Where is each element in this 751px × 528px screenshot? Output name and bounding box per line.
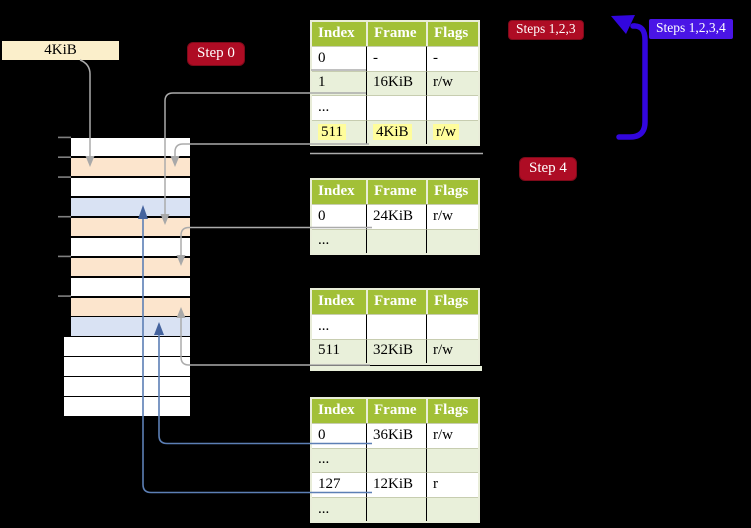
table-row: 127 12KiB r <box>312 472 478 497</box>
header-index: Index <box>312 22 366 46</box>
highlight-span: r/w <box>433 123 459 140</box>
cell-index: 511 <box>312 119 366 145</box>
table-row: 0 - - <box>312 46 478 71</box>
header-flags: Flags <box>426 290 478 314</box>
header-frame: Frame <box>366 290 426 314</box>
memory-row <box>71 177 190 197</box>
cell-index: ... <box>312 496 366 522</box>
cell-frame: 24KiB <box>366 204 426 229</box>
memory-tick-marks <box>58 136 71 297</box>
header-flags: Flags <box>426 180 478 204</box>
cell-frame: 16KiB <box>366 70 426 96</box>
cell-frame <box>366 228 426 254</box>
memory-row <box>71 297 190 316</box>
header-index: Index <box>312 180 366 204</box>
table-row: 1 16KiB r/w <box>312 70 478 96</box>
cell-flags <box>426 228 478 254</box>
cell-index: ... <box>312 228 366 254</box>
memory-row <box>71 157 190 177</box>
cell-flags <box>426 447 478 473</box>
header-frame: Frame <box>366 22 426 46</box>
badge-step-4: Step 4 <box>519 157 577 181</box>
table-row: ... <box>312 314 478 339</box>
cell-flags: r/w <box>426 119 478 145</box>
memory-row <box>71 257 190 277</box>
cell-flags: r/w <box>426 338 478 364</box>
page-table-second: Index Frame Flags 0 24KiB r/w ... <box>310 178 480 256</box>
memory-row <box>71 197 190 217</box>
table-row-highlighted: 511 4KiB r/w <box>312 119 478 145</box>
table-row: 0 24KiB r/w <box>312 204 478 229</box>
badge-steps-1-2-3: Steps 1,2,3 <box>508 20 584 40</box>
cell-flags: r/w <box>426 423 478 448</box>
memory-row <box>64 397 190 416</box>
badge-steps-1-2-3-4: Steps 1,2,3,4 <box>649 19 733 39</box>
memory-row <box>71 138 190 157</box>
page-table-top: Index Frame Flags 0 - - 1 16KiB r/w ... … <box>310 20 480 147</box>
memory-row <box>64 377 190 396</box>
table-header-row: Index Frame Flags <box>312 180 478 204</box>
cell-frame <box>366 447 426 473</box>
table-header-row: Index Frame Flags <box>312 22 478 46</box>
header-flags: Flags <box>426 399 478 423</box>
cell-frame: - <box>366 46 426 71</box>
cell-frame: 4KiB <box>366 119 426 145</box>
table-row: 511 32KiB r/w <box>312 338 478 364</box>
memory-row <box>71 277 190 296</box>
table-header-row: Index Frame Flags <box>312 290 478 314</box>
highlight-span: 4KiB <box>373 123 412 140</box>
memory-row <box>71 237 190 257</box>
header-index: Index <box>312 399 366 423</box>
cell-flags <box>426 496 478 522</box>
cell-frame <box>366 314 426 339</box>
cell-flags: r <box>426 472 478 497</box>
memory-row <box>64 337 190 356</box>
table-row: ... <box>312 95 478 120</box>
loop-arrow <box>611 15 648 140</box>
cell-index: 1 <box>312 70 366 96</box>
header-frame: Frame <box>366 399 426 423</box>
table-row: ... <box>312 447 478 473</box>
highlight-span: 511 <box>318 123 346 140</box>
header-frame: Frame <box>366 180 426 204</box>
cell-frame: 12KiB <box>366 472 426 497</box>
cell-index: ... <box>312 314 366 339</box>
cell-frame <box>366 496 426 522</box>
cell-frame: 36KiB <box>366 423 426 448</box>
page-table-bottom: Index Frame Flags 0 36KiB r/w ... 127 12… <box>310 397 480 524</box>
cell-index: 0 <box>312 204 366 229</box>
cell-index: ... <box>312 95 366 120</box>
cell-index: 511 <box>312 338 366 364</box>
memory-row <box>71 217 190 237</box>
cell-frame: 32KiB <box>366 338 426 364</box>
cell-index: 127 <box>312 472 366 497</box>
table-row: 0 36KiB r/w <box>312 423 478 448</box>
memory-row <box>64 357 190 376</box>
cell-flags: r/w <box>426 204 478 229</box>
header-index: Index <box>312 290 366 314</box>
free-frame-box: 4KiB <box>2 41 119 60</box>
memory-row <box>71 317 190 336</box>
cell-index: ... <box>312 447 366 473</box>
cell-flags <box>426 95 478 120</box>
memory-column <box>64 138 190 416</box>
header-flags: Flags <box>426 22 478 46</box>
cell-flags <box>426 314 478 339</box>
table-continuation-sliver <box>310 366 482 371</box>
cell-frame <box>366 95 426 120</box>
cell-flags: r/w <box>426 70 478 96</box>
cell-index: 0 <box>312 423 366 448</box>
table-row: ... <box>312 228 478 254</box>
table-row: ... <box>312 496 478 522</box>
cell-index: 0 <box>312 46 366 71</box>
cell-flags: - <box>426 46 478 71</box>
table-header-row: Index Frame Flags <box>312 399 478 423</box>
page-table-third: Index Frame Flags ... 511 32KiB r/w <box>310 288 480 366</box>
badge-step-0: Step 0 <box>187 42 245 66</box>
